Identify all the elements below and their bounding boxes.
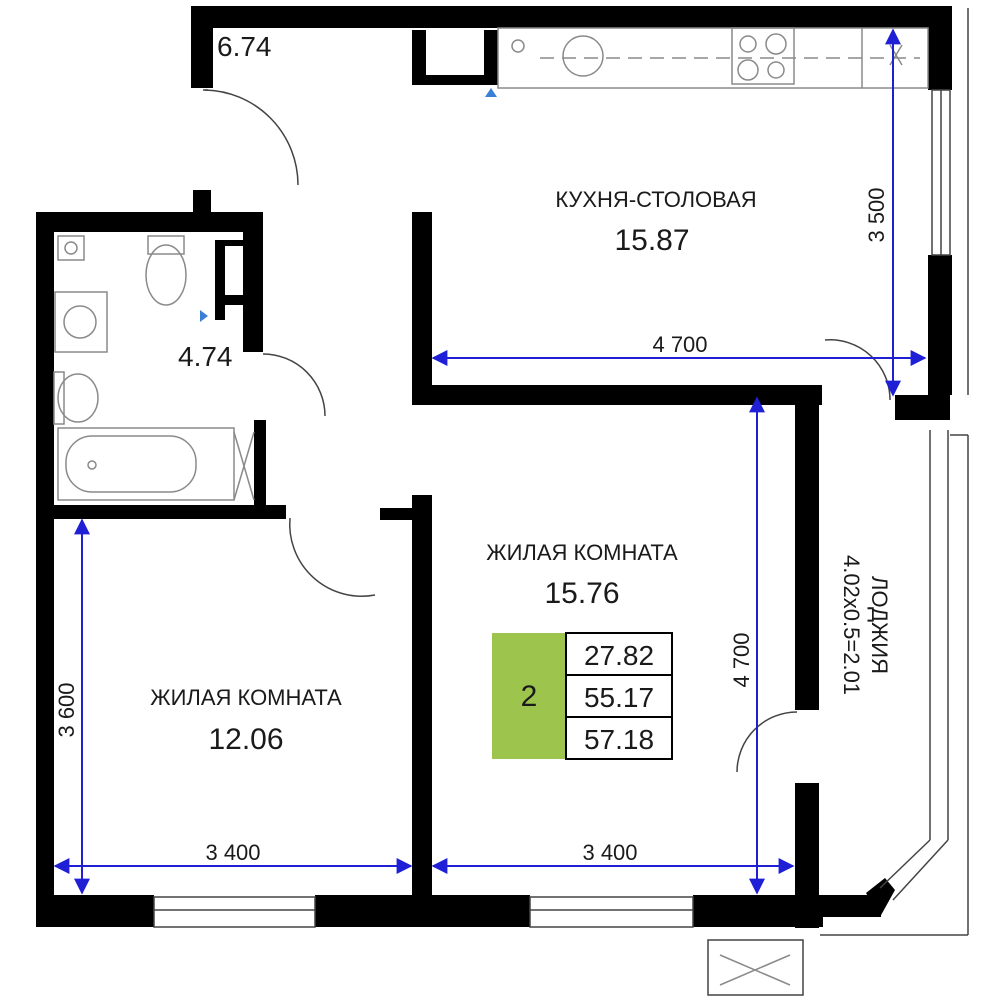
loggia-name: ЛОДЖИЯ (867, 576, 892, 674)
bathtub-icon (57, 427, 235, 501)
living-small-name: ЖИЛАЯ КОМНАТА (150, 685, 342, 710)
washbasin-icon (57, 373, 99, 423)
kitchen-width-label: 4 700 (652, 332, 707, 357)
dimension-lines (53, 28, 927, 895)
balcony-unit (707, 939, 804, 996)
entrance-door (204, 89, 299, 186)
kitchen-area: 15.87 (614, 224, 689, 257)
bath-area: 4.74 (178, 341, 233, 372)
walls (36, 6, 952, 928)
stove-icon (731, 27, 795, 85)
loggia-size: 4.02x0.5=2.01 (839, 555, 864, 695)
kitchen-name: КУХНЯ-СТОЛОВАЯ (555, 187, 756, 212)
total-area-value: 55.17 (584, 682, 654, 713)
boiler-icon (57, 235, 85, 261)
windows (153, 8, 969, 936)
bedroom-door (288, 517, 376, 597)
total-with-loggia-value: 57.18 (584, 724, 654, 755)
riser-marker-icon (200, 310, 208, 322)
kitchen-sink-icon (511, 39, 525, 53)
kitchen-counter (497, 27, 929, 89)
living-big-area: 15.76 (544, 577, 619, 610)
fixtures (53, 8, 969, 996)
washer-icon (54, 291, 108, 353)
living-big-width-label: 3 400 (582, 840, 637, 865)
living-area-value: 27.82 (584, 640, 654, 671)
kitchen-table-icon (562, 35, 604, 77)
rooms-count: 2 (521, 680, 538, 713)
bathroom-door (262, 353, 326, 417)
area-badge: 2 27.82 55.17 57.18 (492, 632, 673, 760)
living-small-depth-label: 3 600 (54, 682, 79, 737)
riser-marker-icon (485, 88, 497, 97)
hall-area: 6.74 (217, 31, 272, 62)
kitchen-balcony-door (824, 339, 891, 401)
living-small-area: 12.06 (208, 723, 283, 756)
living-small-width-label: 3 400 (205, 840, 260, 865)
kitchen-depth-label: 3 500 (864, 187, 889, 242)
living-big-depth-label: 4 700 (729, 632, 754, 687)
toilet-icon (145, 244, 187, 306)
living-big-name: ЖИЛАЯ КОМНАТА (486, 540, 678, 565)
loggia-door (736, 711, 798, 773)
